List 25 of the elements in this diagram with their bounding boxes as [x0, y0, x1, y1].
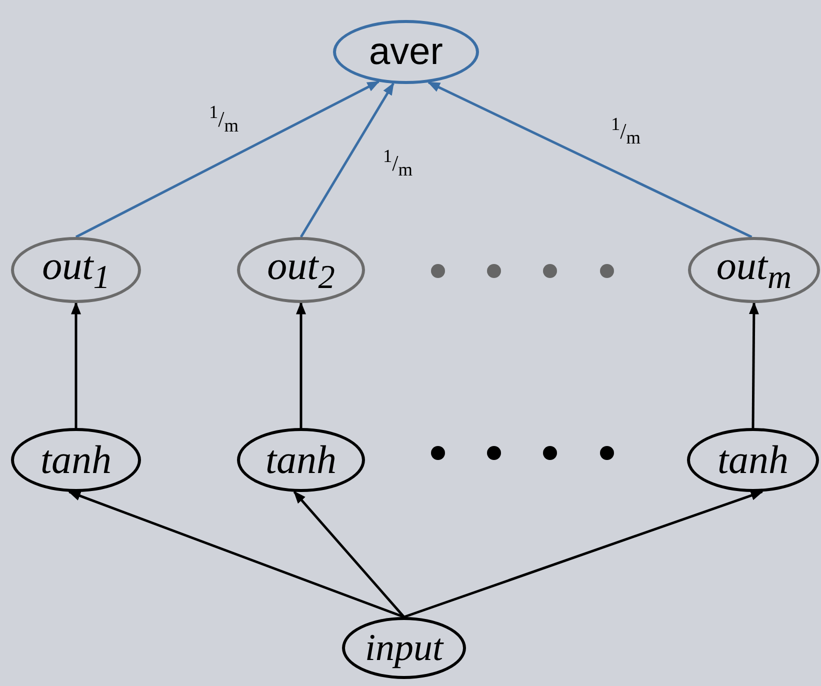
activation-node [237, 428, 365, 492]
arrow [296, 302, 306, 428]
arrow [300, 82, 394, 238]
input-node [342, 617, 466, 679]
node-label: out$_{m}$ [716, 246, 792, 294]
arrow [75, 80, 380, 238]
arrow [748, 302, 759, 428]
node-label: tanh [265, 440, 337, 480]
node-label: tanh [40, 440, 112, 480]
arrow [71, 302, 81, 428]
node-label: out$_{1}$ [42, 246, 110, 294]
node-label: aver [369, 33, 443, 71]
activation-node [687, 428, 819, 492]
node-label: out$_{2}$ [267, 246, 335, 294]
arrow [68, 490, 404, 618]
output-node [333, 20, 479, 84]
output-node [688, 237, 820, 303]
output-node [11, 237, 141, 303]
node-label: input [364, 629, 444, 667]
node-label: tanh [717, 440, 789, 480]
arrow [404, 490, 764, 618]
arrow [293, 490, 405, 618]
arrow [427, 81, 752, 238]
output-node [237, 237, 365, 303]
activation-node [11, 428, 141, 492]
